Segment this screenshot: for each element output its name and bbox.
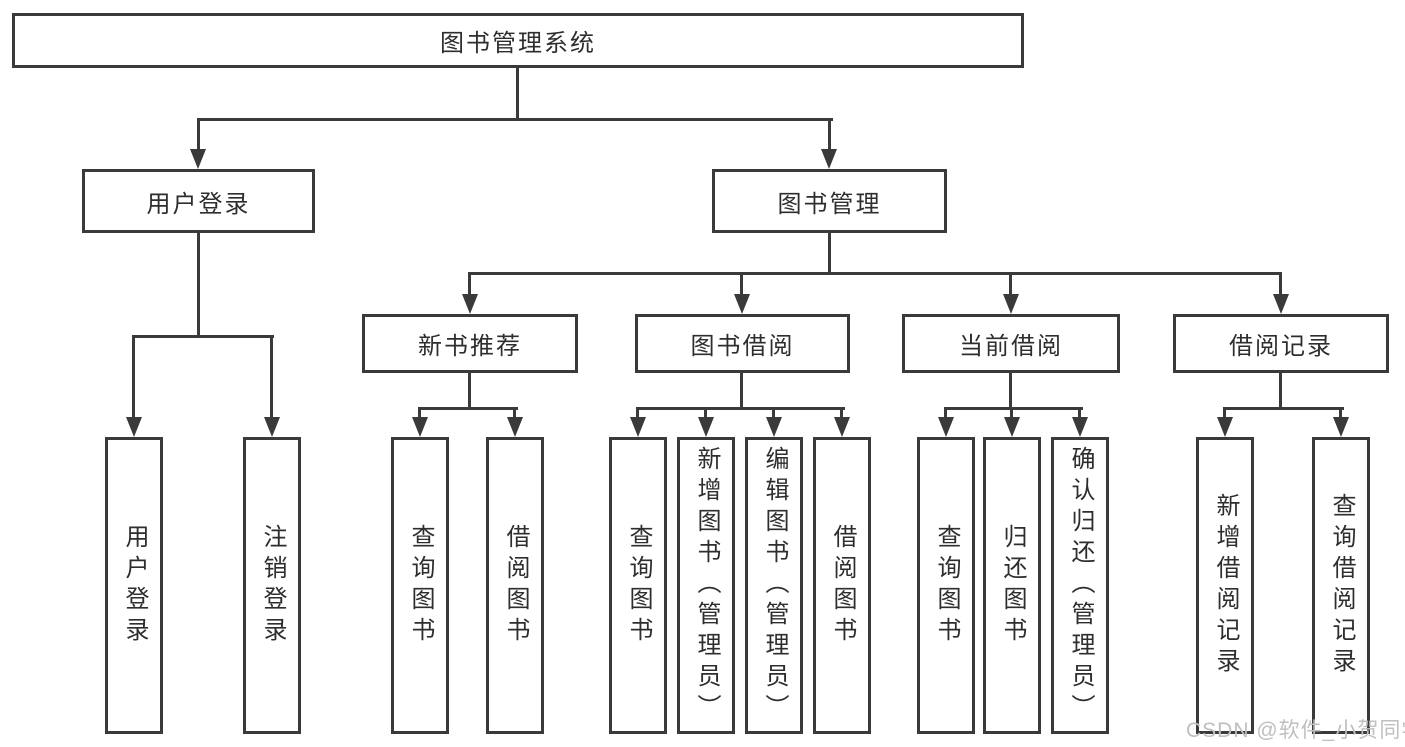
leaf-logout-login: 注销登录 — [243, 437, 301, 734]
arrowhead-nb-borrow — [507, 417, 523, 437]
connector-drop-cb-return — [1010, 407, 1013, 421]
arrowhead-borrow-records — [1273, 294, 1289, 314]
node-book-management: 图书管理 — [712, 169, 947, 233]
connector-drop-leaf-user-login — [132, 335, 135, 421]
leaf-user-login: 用户登录 — [105, 437, 163, 734]
node-book-borrow: 图书借阅 — [635, 314, 850, 373]
node-user-login: 用户登录 — [82, 169, 315, 233]
leaf-nb-query-books: 查询图书 — [391, 437, 449, 734]
arrowhead-user-login — [190, 149, 206, 169]
leaf-br-add-record-label: 新增借阅记录 — [1212, 492, 1239, 679]
node-current-borrow-label: 当前借阅 — [959, 333, 1063, 360]
connector-drop-book-management — [828, 118, 831, 153]
leaf-cb-confirm-return-admin-label: 确认归还（管理员） — [1067, 446, 1094, 725]
leaf-bb-query-books-label: 查询图书 — [625, 523, 652, 648]
connector-user-trunk — [197, 233, 200, 337]
leaf-cb-return-books: 归还图书 — [983, 437, 1041, 734]
arrowhead-leaf-user-login — [126, 417, 142, 437]
node-root-label: 图书管理系统 — [440, 30, 596, 57]
arrowhead-cb-confirm — [1072, 417, 1088, 437]
leaf-nb-query-books-label: 查询图书 — [407, 523, 434, 648]
connector-bb-split — [636, 407, 845, 410]
connector-cb-trunk — [1009, 373, 1012, 409]
connector-drop-book-borrow — [740, 272, 743, 298]
connector-root-trunk — [516, 68, 519, 120]
connector-drop-br-query — [1339, 407, 1342, 421]
leaf-bb-edit-books-admin: 编辑图书（管理员） — [745, 437, 803, 734]
connector-drop-borrow-records — [1279, 272, 1282, 298]
leaf-br-query-record-label: 查询借阅记录 — [1328, 492, 1355, 679]
connector-drop-bb-borrow — [840, 407, 843, 421]
connector-drop-cb-confirm — [1078, 407, 1081, 421]
leaf-cb-return-books-label: 归还图书 — [999, 523, 1026, 648]
connector-user-split — [132, 335, 274, 338]
arrowhead-new-book-recommend — [462, 294, 478, 314]
connector-drop-current-borrow — [1009, 272, 1012, 298]
connector-book-split — [468, 272, 1282, 275]
leaf-bb-add-books-admin: 新增图书（管理员） — [677, 437, 735, 734]
arrowhead-nb-query — [412, 417, 428, 437]
connector-drop-bb-query — [636, 407, 639, 421]
leaf-br-add-record: 新增借阅记录 — [1196, 437, 1254, 734]
node-new-book-recommend-label: 新书推荐 — [418, 333, 522, 360]
leaf-bb-borrow-books-label: 借阅图书 — [829, 523, 856, 648]
leaf-bb-query-books: 查询图书 — [609, 437, 667, 734]
connector-drop-nb-borrow — [513, 407, 516, 421]
leaf-user-login-label: 用户登录 — [121, 523, 148, 648]
arrowhead-book-management — [821, 149, 837, 169]
watermark: CSDN @软件_小贺同学 — [1186, 719, 1405, 742]
connector-drop-new-book-recommend — [468, 272, 471, 298]
connector-cb-split — [944, 407, 1083, 410]
node-user-login-label: 用户登录 — [146, 190, 251, 218]
arrowhead-current-borrow — [1003, 294, 1019, 314]
arrowhead-bb-add — [698, 417, 714, 437]
connector-drop-nb-query — [418, 407, 421, 421]
connector-drop-br-add — [1223, 407, 1226, 421]
leaf-bb-edit-books-admin-label: 编辑图书（管理员） — [761, 446, 788, 725]
leaf-nb-borrow-books: 借阅图书 — [486, 437, 544, 734]
arrowhead-bb-edit — [766, 417, 782, 437]
leaf-bb-add-books-admin-label: 新增图书（管理员） — [693, 446, 720, 725]
leaf-br-query-record: 查询借阅记录 — [1312, 437, 1370, 734]
connector-drop-leaf-logout — [270, 335, 273, 421]
leaf-logout-login-label: 注销登录 — [259, 523, 286, 648]
connector-drop-cb-query — [944, 407, 947, 421]
node-new-book-recommend: 新书推荐 — [362, 314, 578, 373]
arrowhead-leaf-logout — [264, 417, 280, 437]
arrowhead-bb-borrow — [834, 417, 850, 437]
node-borrow-records: 借阅记录 — [1173, 314, 1389, 373]
arrowhead-book-borrow — [734, 294, 750, 314]
connector-drop-bb-edit — [772, 407, 775, 421]
arrowhead-br-add — [1217, 417, 1233, 437]
leaf-cb-query-books: 查询图书 — [917, 437, 975, 734]
arrowhead-bb-query — [630, 417, 646, 437]
connector-br-trunk — [1279, 373, 1282, 409]
connector-root-split — [197, 118, 833, 121]
leaf-nb-borrow-books-label: 借阅图书 — [502, 523, 529, 648]
leaf-cb-query-books-label: 查询图书 — [933, 523, 960, 648]
node-root-library-management-system: 图书管理系统 — [12, 13, 1024, 68]
connector-nb-split — [418, 407, 518, 410]
arrowhead-cb-return — [1004, 417, 1020, 437]
node-book-management-label: 图书管理 — [777, 190, 882, 218]
connector-br-split — [1223, 407, 1344, 410]
connector-book-trunk — [828, 233, 831, 275]
node-current-borrow: 当前借阅 — [902, 314, 1120, 373]
arrowhead-cb-query — [938, 417, 954, 437]
leaf-cb-confirm-return-admin: 确认归还（管理员） — [1051, 437, 1109, 734]
arrowhead-br-query — [1333, 417, 1349, 437]
node-borrow-records-label: 借阅记录 — [1229, 333, 1333, 360]
connector-drop-user-login — [197, 118, 200, 153]
connector-bb-trunk — [740, 373, 743, 409]
connector-nb-trunk — [468, 373, 471, 409]
leaf-bb-borrow-books: 借阅图书 — [813, 437, 871, 734]
node-book-borrow-label: 图书借阅 — [690, 333, 795, 360]
connector-drop-bb-add — [704, 407, 707, 421]
